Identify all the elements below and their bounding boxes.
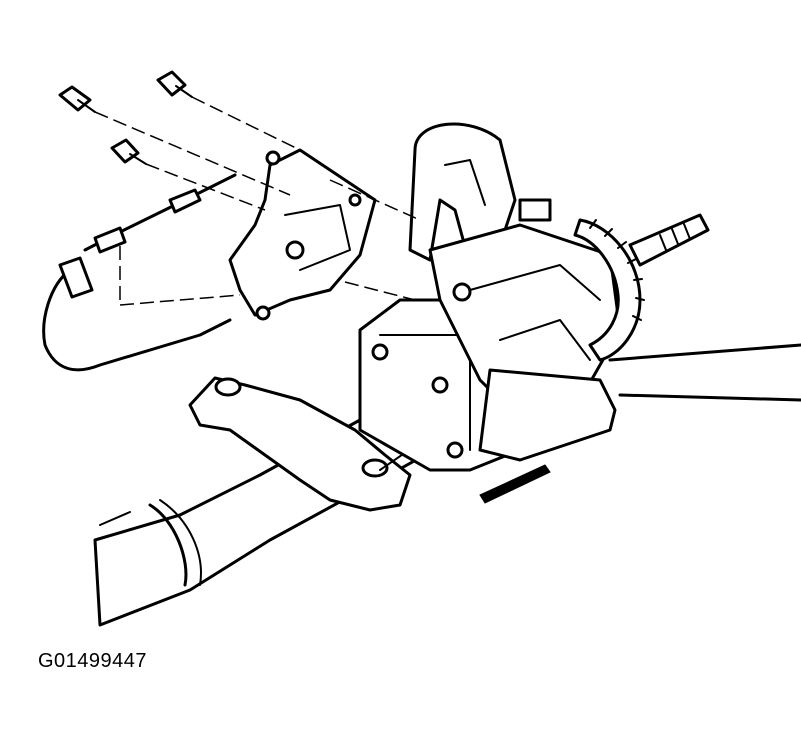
column-mounting-bracket <box>188 376 412 512</box>
exploded-switch-component <box>228 148 377 321</box>
screw-1 <box>58 85 96 113</box>
alignment-lines <box>94 96 421 306</box>
tilt-mechanism <box>408 122 622 422</box>
lock-gear-ring <box>573 218 645 362</box>
lower-switch-module <box>478 368 617 504</box>
shift-cable-connector <box>42 173 237 372</box>
steering-column-exploded-illustration <box>42 70 801 627</box>
steering-shaft-spline <box>628 213 710 267</box>
screw-3 <box>110 138 147 165</box>
figure-id-label: G01499447 <box>38 650 148 672</box>
screw-2 <box>156 70 193 98</box>
